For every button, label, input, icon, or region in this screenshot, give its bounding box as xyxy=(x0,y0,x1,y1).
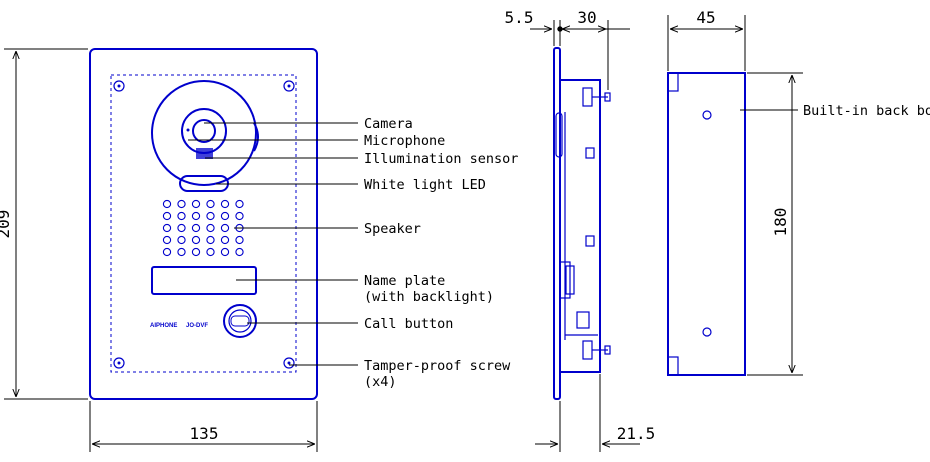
brand-logo: AIPHONE xyxy=(150,323,177,329)
speaker-hole xyxy=(206,199,215,209)
label-name-plate-sub: (with backlight) xyxy=(364,289,494,305)
label-speaker: Speaker xyxy=(364,221,421,237)
back-box-view xyxy=(667,72,746,376)
back-box-hole xyxy=(702,110,712,120)
screw-icon xyxy=(283,357,295,369)
speaker-hole xyxy=(191,247,201,257)
label-tamper-screw-count: (x4) xyxy=(364,374,397,390)
faceplate-outline xyxy=(89,48,318,400)
speaker-hole xyxy=(177,235,186,245)
label-white-light-led: White light LED xyxy=(364,177,486,193)
speaker-hole xyxy=(177,223,186,233)
side-clip xyxy=(585,147,595,159)
screw-icon xyxy=(113,357,125,369)
dim-5-5: 5.5 xyxy=(505,8,534,27)
speaker-hole xyxy=(220,235,230,245)
call-button xyxy=(223,304,257,338)
back-box-outline xyxy=(667,72,746,376)
speaker-hole xyxy=(206,247,215,257)
speaker-grille xyxy=(162,199,244,257)
speaker-hole xyxy=(235,235,244,245)
speaker-hole xyxy=(206,223,215,233)
speaker-hole xyxy=(191,199,201,209)
side-screw-block xyxy=(576,311,590,329)
back-box-tab xyxy=(667,356,679,376)
dim-30: 30 xyxy=(577,8,596,27)
side-stud xyxy=(604,345,611,355)
screw-icon xyxy=(283,80,295,92)
microphone-hole xyxy=(186,128,190,132)
camera-lens-icon xyxy=(192,119,216,143)
label-illumination-sensor: Illumination sensor xyxy=(364,151,518,167)
side-stud xyxy=(604,92,611,102)
speaker-hole xyxy=(235,199,244,209)
speaker-hole xyxy=(220,211,230,221)
side-part xyxy=(582,340,593,360)
speaker-hole xyxy=(191,211,201,221)
label-back-box: Built-in back box xyxy=(803,103,930,119)
dim-45: 45 xyxy=(696,8,715,27)
side-clip xyxy=(585,235,595,247)
back-box-hole xyxy=(702,327,712,337)
dim-209: 209 xyxy=(0,210,13,239)
speaker-hole xyxy=(177,199,186,209)
side-camera-bump xyxy=(555,112,563,158)
speaker-hole xyxy=(191,235,201,245)
speaker-hole xyxy=(162,199,172,209)
call-button-inner xyxy=(228,309,252,333)
side-led xyxy=(253,122,259,152)
camera-housing xyxy=(151,80,257,186)
screw-icon xyxy=(113,80,125,92)
illumination-sensor xyxy=(196,148,213,159)
speaker-hole xyxy=(235,247,244,257)
speaker-hole xyxy=(162,211,172,221)
speaker-hole xyxy=(162,223,172,233)
speaker-hole xyxy=(191,223,201,233)
front-view: AIPHONE JO-DVF xyxy=(89,48,318,400)
bell-icon xyxy=(230,315,250,327)
speaker-hole xyxy=(220,223,230,233)
dimension-width-front xyxy=(89,401,318,452)
dashed-inner-area xyxy=(110,74,297,373)
dimension-side-top xyxy=(530,20,630,90)
side-view xyxy=(553,47,611,400)
dimension-height-front xyxy=(4,48,88,400)
label-tamper-screw: Tamper-proof screw xyxy=(364,358,511,374)
label-camera: Camera xyxy=(364,116,413,132)
dimension-box-height xyxy=(747,72,803,376)
leader-lines xyxy=(188,122,358,366)
speaker-hole xyxy=(206,235,215,245)
speaker-hole xyxy=(220,247,230,257)
side-part xyxy=(582,87,593,107)
label-name-plate: Name plate xyxy=(364,273,445,289)
dim-135: 135 xyxy=(190,424,219,443)
side-faceplate xyxy=(553,47,561,400)
dimension-box-width xyxy=(667,15,746,71)
model-number: JO-DVF xyxy=(186,323,208,329)
dimension-side-bottom xyxy=(535,374,640,452)
side-body xyxy=(560,79,601,373)
speaker-hole xyxy=(162,235,172,245)
label-microphone: Microphone xyxy=(364,133,445,149)
side-latch-inner xyxy=(565,265,575,295)
dim-21-5: 21.5 xyxy=(617,424,656,443)
speaker-hole xyxy=(162,247,172,257)
speaker-hole xyxy=(177,247,186,257)
speaker-hole xyxy=(220,199,230,209)
label-call-button: Call button xyxy=(364,316,453,332)
speaker-hole xyxy=(177,211,186,221)
dim-180: 180 xyxy=(771,208,790,237)
back-box-tab xyxy=(667,72,679,92)
speaker-hole xyxy=(206,211,215,221)
speaker-hole xyxy=(235,211,244,221)
